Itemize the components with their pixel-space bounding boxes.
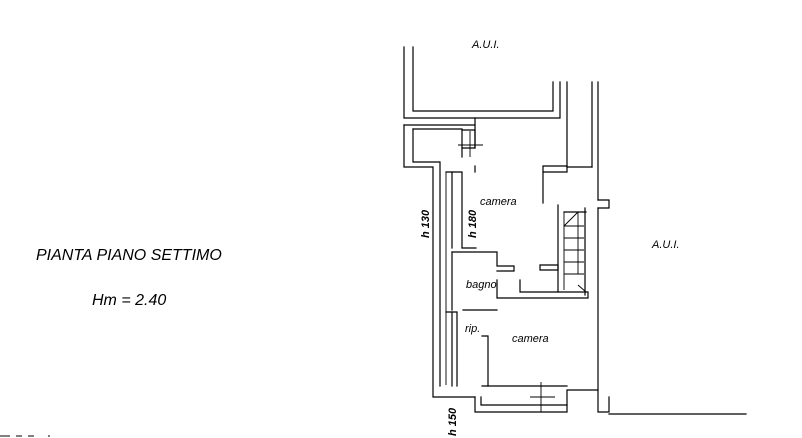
height-h180: h 180 <box>467 209 479 238</box>
room-camera-lower: camera <box>512 333 549 345</box>
average-height: Hm = 2.40 <box>92 292 166 309</box>
height-h150: h 150 <box>447 407 459 436</box>
room-ripostiglio: rip. <box>465 323 480 335</box>
plan-title: PIANTA PIANO SETTIMO <box>36 247 222 264</box>
walls <box>403 46 747 415</box>
aui-top-label: A.U.I. <box>471 39 500 51</box>
room-bagno: bagno <box>466 279 497 291</box>
height-h130: h 130 <box>420 209 432 238</box>
room-camera-upper: camera <box>480 196 517 208</box>
aui-right-label: A.U.I. <box>651 239 680 251</box>
